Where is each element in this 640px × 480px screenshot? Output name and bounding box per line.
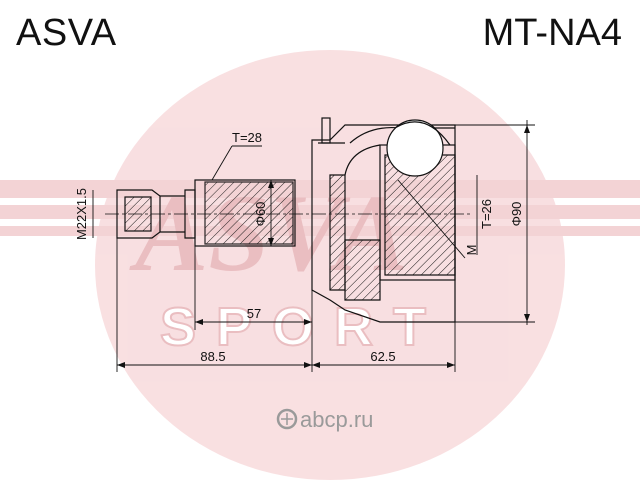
abcp-site-text: abcp.ru	[300, 407, 373, 432]
spline-hatch	[204, 181, 294, 245]
label-total-left: 88.5	[200, 349, 225, 364]
leader-outer-teeth-diag	[211, 145, 233, 181]
label-shaft-length: 57	[247, 306, 261, 321]
arrow	[304, 362, 312, 368]
housing-body	[311, 124, 456, 323]
arrow	[447, 362, 455, 368]
label-shaft-dia: Φ60	[253, 202, 268, 227]
abcp-logo: abcp.ru	[276, 407, 373, 432]
leader-abs	[397, 179, 466, 259]
abcp-logo-icon	[276, 408, 298, 430]
label-thread: M22X1.5	[74, 188, 89, 240]
watermark-sport: SPORT	[160, 297, 446, 357]
watermark-stripe	[0, 226, 640, 236]
arrow	[524, 314, 530, 322]
abs-ring	[321, 117, 331, 144]
arrow	[268, 238, 274, 246]
label-inner-teeth: T=26	[479, 199, 494, 229]
arrow	[312, 362, 320, 368]
splined-shaft	[194, 179, 296, 247]
label-outer-teeth: T=28	[232, 130, 262, 145]
watermark-stripe	[0, 180, 640, 198]
label-housing-dia: Φ90	[509, 202, 524, 227]
ball-race	[394, 121, 451, 146]
housing-lower-hatch	[344, 239, 381, 301]
arrow	[117, 362, 125, 368]
arrow	[524, 125, 530, 133]
ball	[386, 119, 444, 177]
abcp-logo-cross	[281, 413, 293, 425]
arrow	[304, 319, 312, 325]
housing-wall-hatch	[329, 174, 346, 291]
part-number: MT-NA4	[482, 12, 622, 54]
label-abs-ring: M	[464, 245, 479, 256]
arrow	[268, 180, 274, 188]
brand-title: ASVA	[16, 12, 117, 54]
label-housing-length: 62.5	[370, 349, 395, 364]
arrow	[195, 319, 203, 325]
cage-inner-curve	[344, 144, 381, 176]
